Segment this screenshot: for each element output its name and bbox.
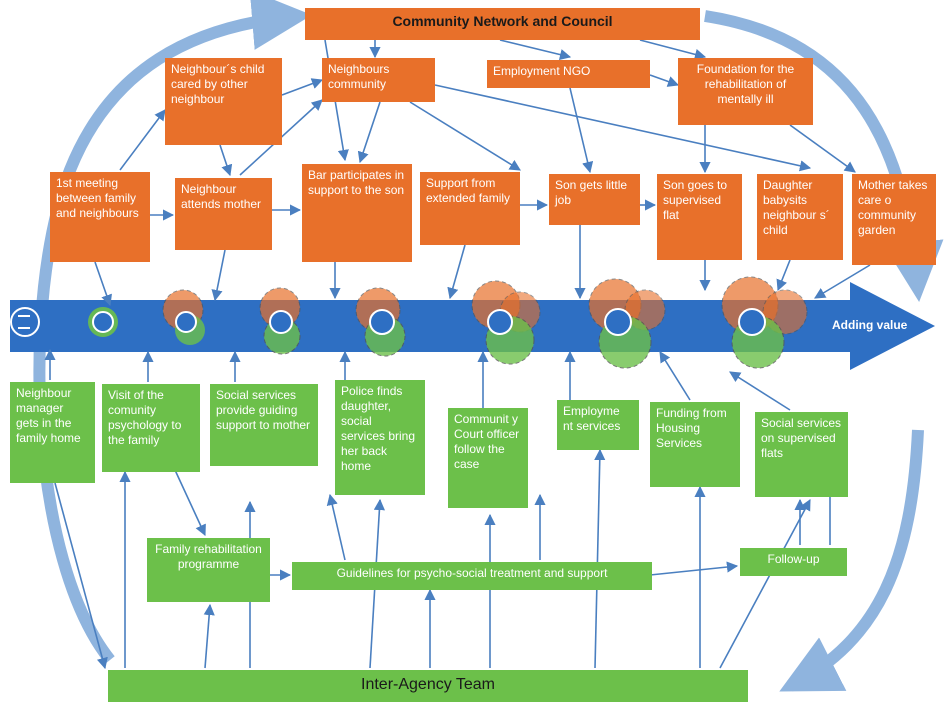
neighbours-community-box: Neighbours community <box>322 58 435 102</box>
foundation-box: Foundation for the rehabilitation of men… <box>678 58 813 125</box>
cluster-6 <box>471 280 541 365</box>
council-box: Community Network and Council <box>305 8 700 40</box>
follow-up-box: Follow-up <box>740 548 847 576</box>
inter-agency-team-box: Inter-Agency Team <box>108 670 748 702</box>
first-meeting-box: 1st meeting between family and neighbour… <box>50 172 150 262</box>
cluster-1 <box>10 307 40 337</box>
circle-clusters <box>10 276 808 369</box>
family-rehab-box: Family rehabilitation programme <box>147 538 270 602</box>
adding-value-label: Adding value <box>832 318 908 332</box>
extended-family-box: Support from extended family <box>420 172 520 245</box>
guidelines-box: Guidelines for psycho-social treatment a… <box>292 562 652 590</box>
mother-garden-box: Mother takes care o community garden <box>852 174 936 265</box>
neighbour-manager-box: Neighbour manager gets in the family hom… <box>10 382 95 483</box>
cluster-2 <box>88 307 118 337</box>
funding-housing-box: Funding from Housing Services <box>650 402 740 487</box>
cluster-8 <box>721 276 808 369</box>
son-flat-box: Son goes to supervised flat <box>657 174 742 260</box>
son-job-box: Son gets little job <box>549 174 640 225</box>
police-box: Police finds daughter, social services b… <box>335 380 425 495</box>
cluster-5 <box>355 287 406 357</box>
social-flats-box: Social services on supervised flats <box>755 412 848 497</box>
adding-value-arrow <box>10 282 935 370</box>
employment-ngo-box: Employment NGO <box>487 60 650 88</box>
neighbour-attends-box: Neighbour attends mother <box>175 178 272 250</box>
employment-services-box: Employme nt services <box>557 400 639 450</box>
cluster-3 <box>162 289 205 345</box>
daughter-babysits-box: Daughter babysits neighbour s´ child <box>757 174 843 260</box>
court-officer-box: Communit y Court officer follow the case <box>448 408 528 508</box>
neighbour-child-box: Neighbour´s child cared by other neighbo… <box>165 58 282 145</box>
visit-psychology-box: Visit of the comunity psychology to the … <box>102 384 200 472</box>
social-guiding-box: Social services provide guiding support … <box>210 384 318 466</box>
cluster-7 <box>588 278 666 369</box>
bar-box: Bar participates in support to the son <box>302 164 412 262</box>
cluster-4 <box>259 287 301 355</box>
